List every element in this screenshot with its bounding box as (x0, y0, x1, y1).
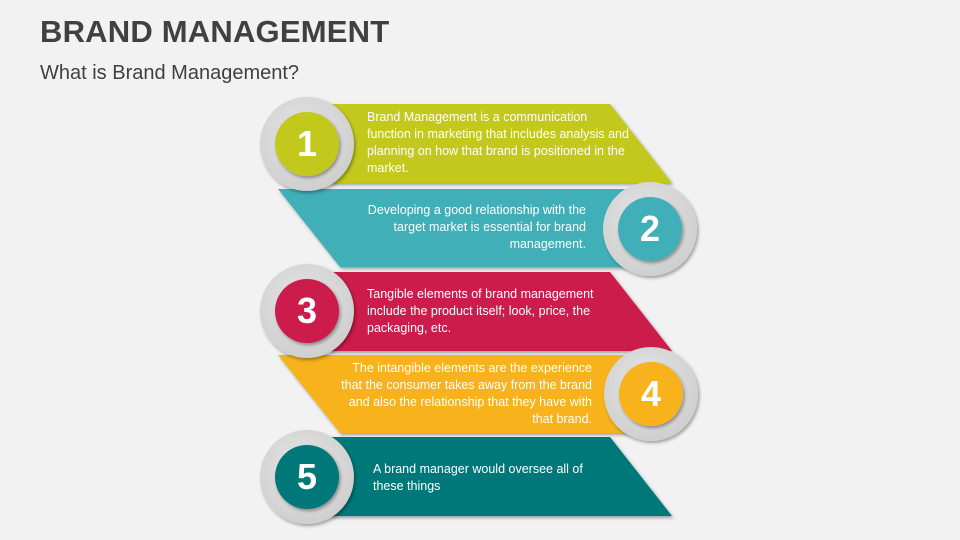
step-1-text: Brand Management is a communication func… (367, 110, 629, 175)
step-5-text: A brand manager would oversee all of the… (373, 462, 583, 493)
step-4-badge (604, 347, 698, 441)
step-5-badge (260, 430, 354, 524)
step-2-badge (603, 182, 697, 276)
step-2-band (278, 189, 640, 267)
step-1-badge (260, 97, 354, 191)
step-5-number: 5 (296, 456, 318, 497)
step-1-band (330, 104, 672, 183)
step-3-badge (260, 264, 354, 358)
step-4-text: The intangible elements are the experien… (341, 361, 592, 426)
step-4-band (278, 355, 640, 433)
step-2-text: Developing a good relationship with the … (367, 203, 586, 251)
step-4-number: 4 (640, 373, 662, 414)
step-3-number: 3 (296, 290, 318, 331)
step-2-number: 2 (639, 208, 661, 249)
step-1-number: 1 (296, 123, 318, 164)
step-3-band (330, 272, 672, 351)
slide-subtitle: What is Brand Management? (40, 62, 300, 84)
slide-title: BRAND MANAGEMENT (40, 14, 390, 49)
step-3-text: Tangible elements of brand management in… (367, 287, 594, 335)
step-5-band (330, 437, 672, 516)
